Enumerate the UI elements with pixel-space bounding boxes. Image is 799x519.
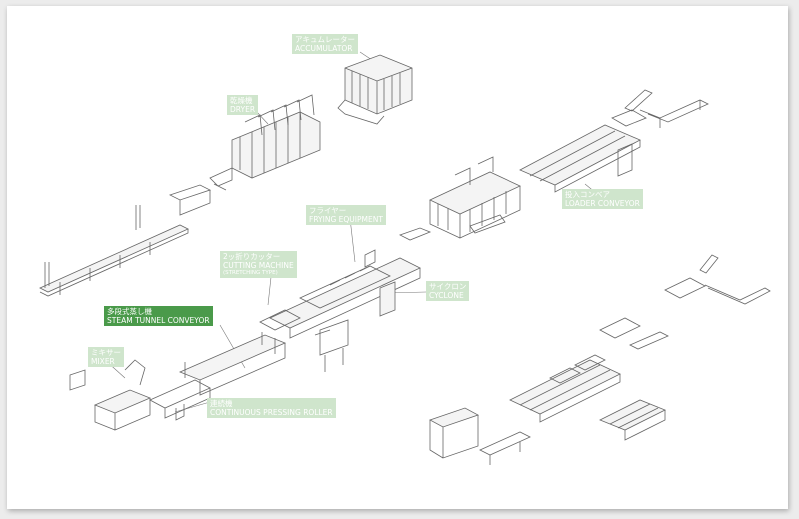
- label-pressing-jp: 連続機: [210, 399, 233, 408]
- label-accumulator-en: ACCUMULATOR: [295, 44, 353, 53]
- left-conveyor: [39, 184, 212, 297]
- label-pressing: 連続機 CONTINUOUS PRESSING ROLLER: [207, 398, 336, 418]
- label-frying-en: FRYING EQUIPMENT: [309, 215, 383, 224]
- label-steam-tunnel: 多段式蒸し機 STEAM TUNNEL CONVEYOR: [104, 306, 213, 326]
- fryer-hood: [429, 156, 521, 239]
- label-loader-en: LOADER CONVEYOR: [565, 199, 640, 208]
- label-accumulator: アキュムレーター ACCUMULATOR: [292, 34, 358, 54]
- label-mixer-jp: ミキサー: [91, 348, 121, 357]
- label-cutting: 2ッ折りカッター CUTTING MACHINE (STRETCHING TYP…: [220, 251, 297, 278]
- label-mixer: ミキサー MIXER: [88, 347, 124, 367]
- label-dryer-en: DRYER: [230, 105, 256, 114]
- label-pressing-en: CONTINUOUS PRESSING ROLLER: [210, 408, 333, 417]
- steam-tunnel: [178, 309, 301, 396]
- label-accumulator-jp: アキュムレーター: [295, 35, 355, 44]
- mixer-area: [69, 359, 211, 431]
- label-frying-jp: フライヤー: [309, 206, 347, 215]
- upper-right-conveyor: [624, 89, 709, 128]
- label-cyclone-jp: サイクロン: [429, 282, 467, 291]
- label-steam-en: STEAM TUNNEL CONVEYOR: [107, 316, 210, 325]
- accumulator-machine: [337, 54, 413, 125]
- bottom-right-units: [429, 399, 666, 465]
- label-frying: フライヤー FRYING EQUIPMENT: [306, 205, 386, 225]
- lower-right-line: [509, 254, 771, 423]
- label-loader: 投入コンベア LOADER CONVEYOR: [562, 189, 643, 209]
- label-cutting-en: CUTTING MACHINE: [223, 261, 294, 270]
- loader-conveyor: [519, 109, 647, 193]
- dryer-machine: [209, 94, 321, 191]
- label-mixer-en: MIXER: [91, 357, 115, 366]
- label-steam-jp: 多段式蒸し機: [107, 307, 152, 316]
- label-dryer-jp: 乾燥機: [230, 96, 253, 105]
- frying-line: [269, 227, 432, 339]
- label-cyclone-en: CYCLONE: [429, 291, 464, 300]
- cyclone-unit: [314, 281, 396, 372]
- label-cyclone: サイクロン CYCLONE: [426, 281, 470, 301]
- label-cutting-sub: (STRETCHING TYPE): [223, 270, 278, 276]
- label-dryer: 乾燥機 DRYER: [227, 95, 259, 115]
- label-loader-jp: 投入コンベア: [565, 190, 610, 199]
- label-cutting-jp: 2ッ折りカッター: [223, 252, 281, 261]
